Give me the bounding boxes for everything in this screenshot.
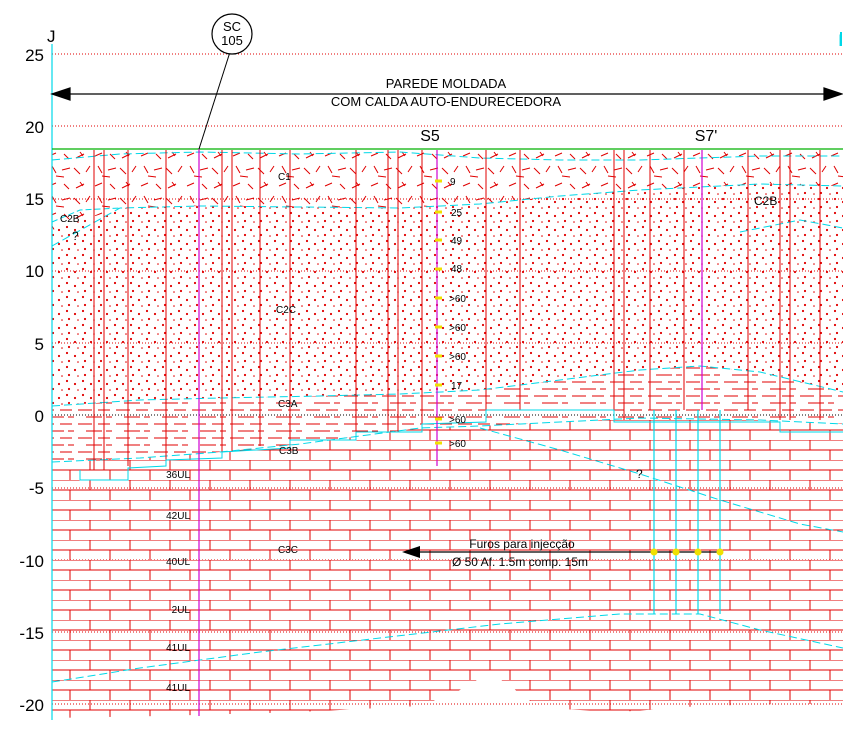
elevation-label: 15 [25, 190, 44, 209]
elevation-label: 5 [35, 335, 44, 354]
spt-value: >60 [449, 323, 466, 334]
layer-c3a-fill [52, 366, 843, 462]
elevation-label: 25 [25, 46, 44, 65]
spt-value: 25 [451, 208, 463, 219]
elevation-label: -10 [19, 552, 44, 571]
lower-boundary-mask [52, 672, 843, 742]
wall-title-line2: COM CALDA AUTO-ENDURECEDORA [331, 94, 562, 109]
borehole-tag-circle [211, 13, 253, 55]
layer-label-c2b-right: C2B [754, 194, 777, 208]
elevation-label: 20 [25, 118, 44, 137]
layer-fills [52, 150, 843, 742]
borehole-s7-label: S7' [695, 128, 718, 145]
ul-label: 40UL [166, 557, 190, 568]
wall-panels [93, 150, 821, 470]
ul-labels: 36UL 42UL 40UL 2UL 41UL 41UL [166, 470, 190, 694]
wall-title-line1: PAREDE MOLDADA [386, 76, 507, 91]
layer-label-c2c: C2C [276, 305, 296, 316]
injection-arrow [402, 546, 724, 558]
section-left-marker: J [47, 27, 56, 46]
injection-label-line2: Ø 50 Af. 1.5m comp. 15m [452, 555, 588, 569]
spt-value: 9 [450, 177, 456, 188]
layer-labels: C1 C2B C2B C2C C3A C3B C3C ? ? [60, 172, 777, 556]
spt-value: 17 [451, 381, 463, 392]
ul-label: 42UL [166, 511, 190, 522]
ul-label: 2UL [172, 605, 191, 616]
elevation-label: -5 [29, 479, 44, 498]
ul-label: 36UL [166, 470, 190, 481]
elevation-label: 10 [25, 262, 44, 281]
borehole-tag-line2: 105 [221, 33, 243, 48]
elevation-label: -20 [19, 696, 44, 715]
spt-value: >60 [449, 294, 466, 305]
layer-uncertain-left: ? [72, 229, 79, 243]
layer-label-c1: C1 [278, 172, 291, 183]
layer-c1-fill [52, 150, 843, 230]
section-right-marker: I [838, 31, 843, 50]
layer-uncertain-right: ? [636, 467, 643, 481]
injection-holes [653, 410, 721, 614]
layer-c3c-fill [52, 418, 843, 742]
c2b-left-boundary [51, 207, 121, 223]
spt-value: 49 [451, 236, 463, 247]
sc105-leader [198, 51, 231, 150]
elevation-labels: 25 20 15 10 5 0 -5 -10 -15 -20 [19, 46, 44, 715]
injection-label-line1: Furos para injecção [469, 537, 575, 551]
borehole-s5-label: S5 [420, 128, 440, 145]
layer-boundaries [51, 151, 843, 683]
layer-label-c3c: C3C [278, 545, 298, 556]
spt-value: 48 [451, 264, 463, 275]
ul-label: 41UL [166, 683, 190, 694]
layer-label-c3a: C3A [278, 399, 298, 410]
spt-value: >60 [449, 415, 466, 426]
ul-label: 41UL [166, 643, 190, 654]
borehole-tag-line1: SC [223, 19, 241, 34]
s5-spt-ticks [435, 179, 442, 445]
wall-dimension-arrow [50, 87, 843, 101]
elevation-label: 0 [35, 407, 44, 426]
spt-values: 9 25 49 48 >60 >60 >60 17 >60 >60 [449, 177, 466, 450]
elevation-label: -15 [19, 624, 44, 643]
layer-label-c3b: C3B [279, 446, 299, 457]
spt-value: >60 [449, 439, 466, 450]
layer-c2c-fill [52, 184, 843, 406]
layer-label-c2b-left: C2B [60, 214, 80, 225]
wall-base-steps [79, 409, 843, 481]
spt-value: >60 [449, 352, 466, 363]
